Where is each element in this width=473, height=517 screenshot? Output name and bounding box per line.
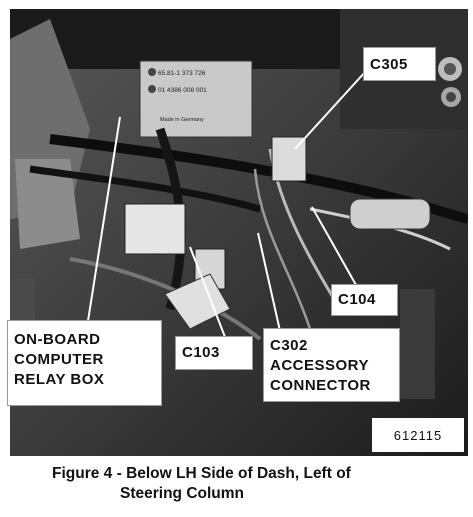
relay-box-text-3: Made in Germany [160, 117, 204, 123]
leader-lines [87, 70, 367, 338]
callout-c305: C305 [363, 47, 436, 81]
figure-number: 612115 [372, 418, 464, 452]
callout-onboard-computer-relay-box: ON-BOARD COMPUTER RELAY BOX [7, 320, 162, 406]
relay-box-text-2: 01 4386 008 001 [158, 87, 207, 94]
relay-box: 65.81-1 373 726 01 4386 008 001 Made in … [139, 60, 253, 138]
callout-c302-line-3: CONNECTOR [270, 377, 371, 394]
callout-c302-accessory-connector: C302 ACCESSORY CONNECTOR [263, 328, 400, 402]
callout-c302-line-1: C302 [270, 337, 308, 354]
callout-c302-line-2: ACCESSORY [270, 357, 369, 374]
callout-c103: C103 [175, 336, 253, 370]
photo-illustration: 65.81-1 373 726 01 4386 008 001 Made in … [10, 9, 468, 456]
figure-caption: Figure 4 - Below LH Side of Dash, Left o… [52, 464, 351, 504]
callout-onboard-line-3: RELAY BOX [14, 371, 105, 388]
caption-line-2: Steering Column [120, 485, 245, 502]
relay-box-text-1: 65.81-1 373 726 [158, 70, 206, 77]
dashboard-photo: 65.81-1 373 726 01 4386 008 001 Made in … [10, 9, 468, 456]
callout-c104: C104 [331, 284, 398, 316]
callout-onboard-line-2: COMPUTER [14, 351, 104, 368]
caption-line-1: Figure 4 - Below LH Side of Dash, Left o… [52, 465, 351, 482]
callout-onboard-line-1: ON-BOARD [14, 331, 101, 348]
